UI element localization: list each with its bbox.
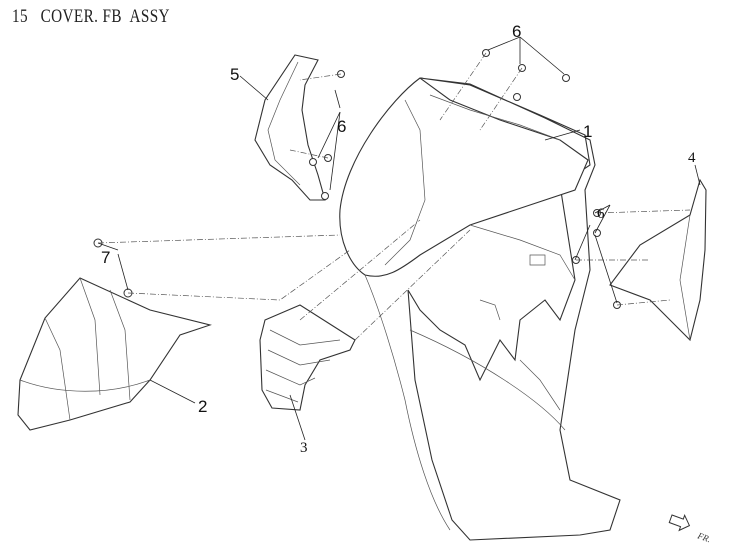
callout-2: 2 [198,397,207,416]
callout-6-left: 6 [337,117,346,136]
front-cover-body [339,77,621,541]
callout-4: 4 [688,150,696,166]
part-4-side-panel [609,178,707,342]
assembly-lines [97,52,691,341]
leader-lines [97,36,701,441]
direction-label: FR. [695,530,712,544]
callout-6-right: 6 [597,206,605,222]
callout-6-top: 6 [512,22,521,41]
callout-3: 3 [300,440,308,456]
callout-5: 5 [230,65,239,84]
part-2-visor [17,277,212,431]
callout-7: 7 [101,248,110,267]
front-direction-arrow-icon [668,514,691,532]
part-5-trim [254,54,326,201]
page-title: 15 COVER. FB ASSY [12,6,170,27]
callout-1: 1 [583,122,592,141]
part-3-grille [259,304,356,411]
